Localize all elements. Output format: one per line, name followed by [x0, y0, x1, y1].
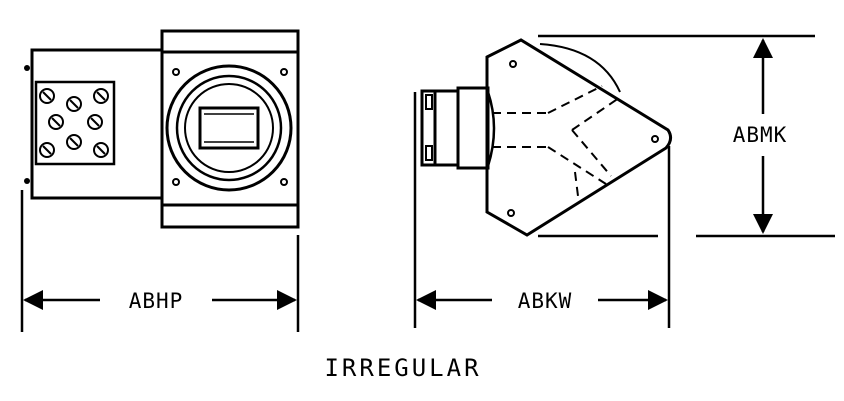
main-body — [160, 29, 300, 229]
caption: IRREGULAR — [324, 354, 481, 382]
flange-outer — [165, 64, 293, 192]
side-view — [420, 38, 673, 237]
terminal-screws — [39, 88, 109, 158]
triangular-body — [485, 38, 673, 237]
terminal-strip — [34, 80, 116, 166]
front-view — [24, 29, 300, 229]
hidden-lines — [492, 85, 620, 197]
dimension-label-abkw: ABKW — [518, 289, 573, 313]
dimension-label-abhp: ABHP — [129, 289, 184, 313]
connector — [420, 89, 460, 167]
dimension-lines — [20, 34, 835, 332]
dimension-label-abmk: ABMK — [733, 123, 788, 147]
waveguide-opening — [198, 106, 260, 150]
